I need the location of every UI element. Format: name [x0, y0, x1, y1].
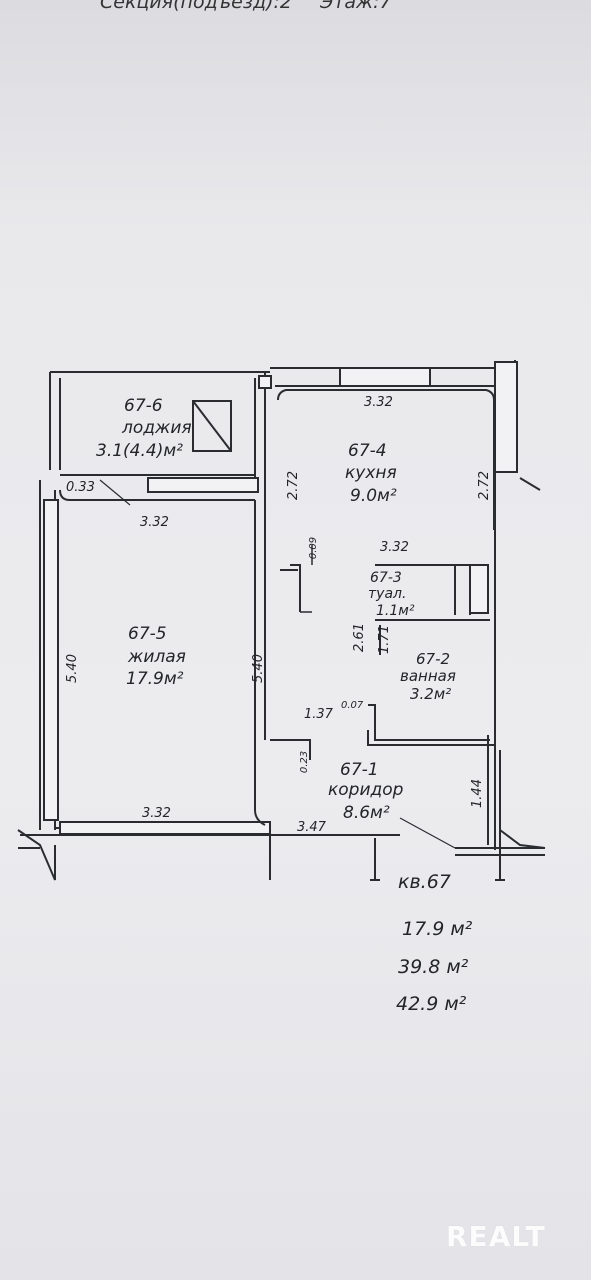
window-kitchen-top	[339, 367, 431, 387]
window-living-left	[43, 499, 59, 821]
leader-corridor	[399, 817, 456, 849]
wall-bottom-door	[269, 835, 380, 881]
wall-loggia-right	[254, 372, 266, 740]
room-area-toilet: 1.1м²	[376, 603, 415, 619]
apartment-number: кв.67	[398, 871, 451, 893]
wall-entry	[455, 845, 545, 881]
wall-living-right	[254, 500, 266, 826]
realt-watermark-logo: REALT	[446, 1220, 546, 1253]
wall-between	[270, 739, 311, 760]
room-code-corridor: 67-1	[340, 760, 379, 780]
toilet-fixture	[469, 564, 489, 614]
dim-0.07: 0.07	[341, 700, 364, 711]
total-area: 39.8 м²	[398, 956, 469, 978]
dim-tick-a	[300, 545, 313, 613]
area-with-loggia: 42.9 м²	[396, 993, 467, 1015]
room-code-loggia: 67-6	[124, 396, 163, 416]
dim-kitchen-bottom: 3.32	[380, 540, 409, 555]
living-area-total: 17.9 м²	[402, 918, 473, 940]
leader-033	[99, 479, 131, 506]
wall-top-loggia	[49, 371, 270, 470]
section-label: Секция(подъезд):2	[100, 0, 292, 13]
window-living-bottom	[59, 821, 271, 835]
dim-1.71: 1.71	[376, 625, 392, 654]
dim-living-right-height: 5.40	[250, 654, 266, 683]
room-name-corridor: коридор	[328, 780, 404, 800]
dim-0.23: 0.23	[299, 750, 311, 774]
dim-2.61: 2.61	[351, 623, 367, 652]
dim-living-top: 3.32	[140, 515, 169, 530]
wall-living-inner-top	[59, 489, 255, 501]
room-area-living: 17.9м²	[126, 669, 184, 689]
room-area-corridor: 8.6м²	[343, 803, 390, 823]
room-name-living: жилая	[128, 647, 186, 667]
room-name-bath: ванная	[400, 667, 456, 685]
window-loggia-bottom	[147, 477, 259, 493]
room-code-bath: 67-2	[416, 650, 451, 668]
dim-3.47: 3.47	[297, 820, 326, 835]
dim-living-bottom: 3.32	[142, 806, 171, 821]
room-area-bath: 3.2м²	[410, 685, 452, 703]
dim-kitchen-right-height: 2.72	[476, 471, 492, 500]
kitchen-right-pier	[494, 361, 518, 473]
dim-kitchen-top: 3.32	[364, 395, 393, 410]
wall-corner-left	[17, 829, 56, 881]
wall-kitchen-left	[277, 389, 495, 530]
ventilation-diagonal	[192, 400, 232, 452]
wall-entry-right	[499, 477, 546, 849]
wall-pier-loggia	[258, 375, 272, 389]
ventilation-box	[192, 400, 232, 452]
wall-kitchen-bottom	[280, 564, 301, 612]
room-code-kitchen: 67-4	[348, 441, 387, 461]
room-code-living: 67-5	[128, 624, 167, 644]
dim-1.37: 1.37	[304, 707, 333, 722]
dim-1.44: 1.44	[469, 779, 485, 808]
room-area-loggia: 3.1(4.4)м²	[96, 441, 183, 461]
dim-kitchen-left-height: 2.72	[285, 471, 301, 500]
room-name-toilet: туал.	[368, 586, 407, 602]
room-name-loggia: лоджия	[122, 418, 192, 438]
wall-bath	[367, 704, 495, 746]
dim-0.33: 0.33	[66, 480, 95, 495]
dim-living-left-height: 5.40	[64, 654, 80, 683]
page-header: Секция(подъезд):2 Этаж:7	[100, 0, 392, 13]
room-area-kitchen: 9.0м²	[350, 486, 397, 506]
floor-label: Этаж:7	[320, 0, 392, 13]
room-code-toilet: 67-3	[370, 570, 402, 586]
dim-0.09: 0.09	[308, 536, 320, 560]
room-name-kitchen: кухня	[345, 463, 397, 483]
